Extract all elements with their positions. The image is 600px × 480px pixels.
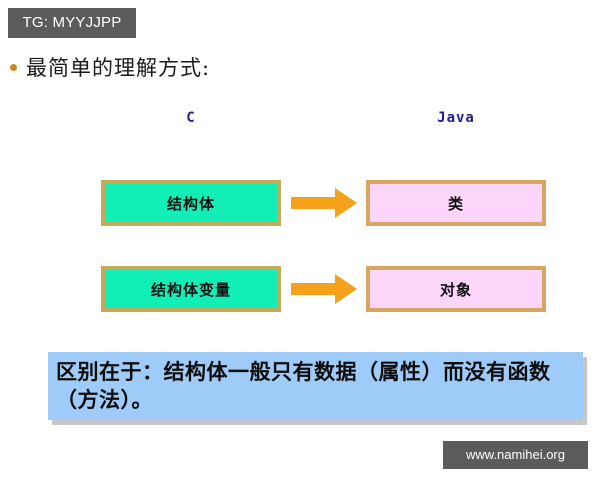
arrow-struct-to-class: [291, 188, 357, 218]
slide-title-text: 最简单的理解方式:: [26, 56, 211, 80]
box-class: 类: [366, 180, 546, 226]
box-object: 对象: [366, 266, 546, 312]
column-header-c: C: [186, 110, 196, 126]
bullet-point-icon: [10, 64, 17, 71]
box-struct: 结构体: [101, 180, 281, 226]
telegram-watermark-badge: TG: MYYJJPP: [8, 8, 136, 38]
site-watermark-badge: www.namihei.org: [443, 441, 588, 469]
note-callout-text: 区别在于：结构体一般只有数据（属性）而没有函数（方法）。: [56, 360, 551, 412]
box-struct-variable: 结构体变量: [101, 266, 281, 312]
note-callout: 区别在于：结构体一般只有数据（属性）而没有函数（方法）。: [48, 352, 583, 420]
slide-title: 最简单的理解方式:: [10, 52, 210, 82]
column-header-java: Java: [437, 110, 475, 126]
arrow-variable-to-object: [291, 274, 357, 304]
